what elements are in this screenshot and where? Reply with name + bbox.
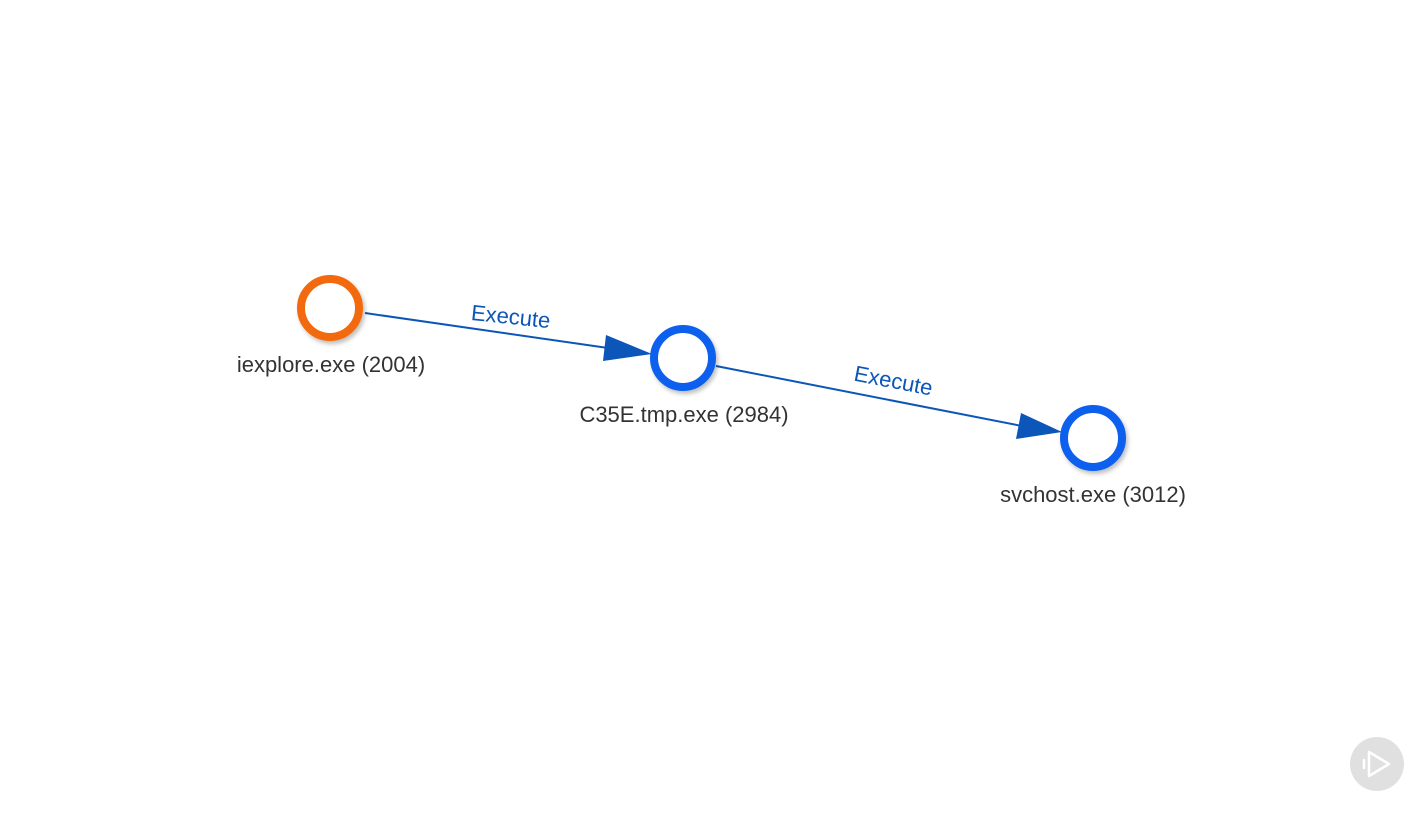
edge-execute-2[interactable]: Execute: [715, 361, 1062, 439]
arrowhead-icon: [1016, 413, 1062, 439]
arrowhead-icon: [603, 335, 652, 361]
node-iexplore[interactable]: iexplore.exe (2004): [237, 275, 425, 377]
play-icon: [1362, 750, 1391, 778]
node-label: svchost.exe (3012): [1000, 482, 1186, 507]
node-svchost[interactable]: svchost.exe (3012): [1000, 405, 1186, 507]
node-circle[interactable]: [1060, 405, 1126, 471]
edge-label: Execute: [470, 300, 552, 333]
node-c35e-tmp[interactable]: C35E.tmp.exe (2984): [579, 325, 789, 427]
node-circle[interactable]: [650, 325, 716, 391]
edge-line: [364, 312, 616, 350]
play-button[interactable]: [1350, 737, 1404, 791]
edge-line: [715, 365, 1028, 428]
node-label: iexplore.exe (2004): [237, 352, 425, 377]
node-circle[interactable]: [297, 275, 363, 341]
node-label: C35E.tmp.exe (2984): [579, 402, 788, 427]
